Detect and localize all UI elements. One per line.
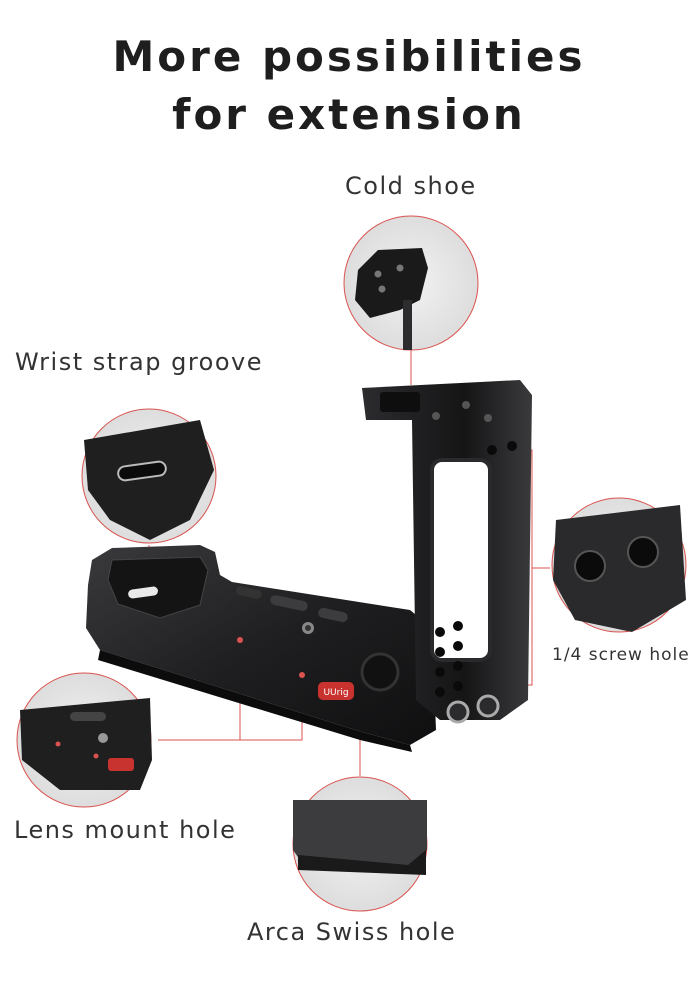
label-arca-swiss-hole: Arca Swiss hole <box>247 918 457 946</box>
label-cold-shoe: Cold shoe <box>345 172 477 200</box>
zoom-screw-hole <box>551 497 687 633</box>
label-screw-hole: 1/4 screw hole <box>552 645 690 665</box>
title-line-2: for extension <box>172 90 526 139</box>
zoom-lens-mount <box>16 672 152 808</box>
zoom-wrist-strap <box>81 408 217 544</box>
l-bracket: UUrig <box>86 380 532 752</box>
page-title: More possibilities for extension <box>0 28 698 144</box>
zoom-arca-swiss <box>292 776 428 912</box>
label-wrist-strap-groove: Wrist strap groove <box>15 348 263 376</box>
brand-logo-badge <box>318 682 354 700</box>
zoom-cold-shoe <box>343 215 479 351</box>
title-line-1: More possibilities <box>112 32 586 81</box>
brand-logo-text: UUrig <box>323 688 348 698</box>
label-lens-mount-hole: Lens mount hole <box>14 816 237 844</box>
